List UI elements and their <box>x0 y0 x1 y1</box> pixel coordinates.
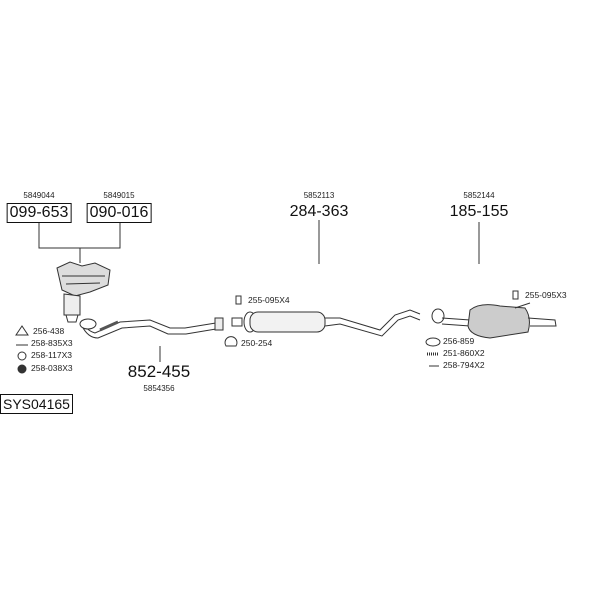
part-number-box[interactable]: 099-653 <box>6 203 72 223</box>
oem-number: 5852113 <box>303 191 335 200</box>
accessory-label[interactable]: 251-860X2 <box>443 348 485 358</box>
accessory-label[interactable]: 258-038X3 <box>31 363 73 373</box>
accessory-label[interactable]: 255-095X4 <box>248 295 290 305</box>
washer-icon <box>17 351 27 361</box>
gasket-icon <box>15 325 29 336</box>
oem-number: 5852144 <box>463 191 495 200</box>
accessory-label[interactable]: 256-859 <box>443 336 475 346</box>
accessory-icons <box>15 290 519 374</box>
leader-lines <box>38 220 480 362</box>
oem-number: 5849044 <box>23 191 55 200</box>
accessory-label[interactable]: 250-254 <box>241 338 273 348</box>
rear-silencer-drawing <box>431 302 557 339</box>
accessory-label[interactable]: 256-438 <box>33 326 65 336</box>
accessory-label[interactable]: 258-794X2 <box>443 360 485 370</box>
accessory-label[interactable]: 258-117X3 <box>31 350 72 360</box>
part-number[interactable]: 852-455 <box>127 362 191 381</box>
nut-icon <box>17 364 27 374</box>
middle-silencer-drawing <box>231 309 421 337</box>
bracket-icon <box>235 295 242 305</box>
oem-number: 5854356 <box>143 384 175 393</box>
part-number[interactable]: 284-363 <box>289 203 349 220</box>
bracket-icon <box>512 290 519 300</box>
front-pipe-drawing <box>79 317 224 339</box>
part-number[interactable]: 185-155 <box>449 203 509 220</box>
clamp-icon <box>224 336 238 347</box>
part-number-box[interactable]: 090-016 <box>86 203 152 223</box>
manifold-catalyst-drawing <box>56 261 111 323</box>
accessory-label[interactable]: 258-835X3 <box>31 338 73 348</box>
ring-gasket-icon <box>425 337 441 347</box>
oem-number: 5849015 <box>103 191 135 200</box>
accessory-label[interactable]: 255-095X3 <box>525 290 567 300</box>
diagram-id: SYS04165 <box>0 394 73 414</box>
